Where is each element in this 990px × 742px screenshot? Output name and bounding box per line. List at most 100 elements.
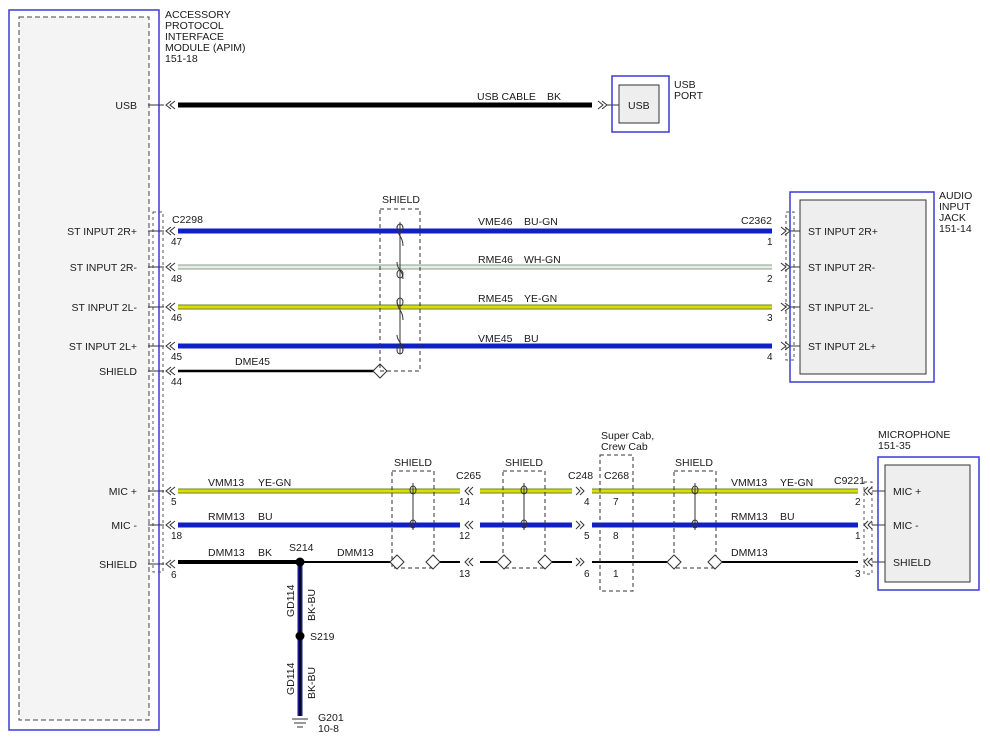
apim-connector-c2298-outline bbox=[152, 211, 164, 573]
connector-c248: C248 4 5 6 bbox=[568, 470, 593, 580]
splice-s214 bbox=[295, 557, 305, 567]
mic-shield-2-label: SHIELD bbox=[505, 457, 543, 469]
apim-pin-terminals bbox=[148, 100, 176, 569]
c248-label: C248 bbox=[568, 470, 593, 482]
mic-shield-box-3: SHIELD bbox=[666, 457, 723, 570]
jack-pin-2: 2 bbox=[767, 274, 773, 285]
circuit-vme46: VME46 bbox=[478, 216, 513, 228]
apim-pin-6: 6 bbox=[171, 570, 177, 581]
mic-label-shield: SHIELD bbox=[893, 557, 931, 569]
apim-module: ACCESSORY PROTOCOL INTERFACE MODULE (API… bbox=[8, 9, 246, 731]
mic-shield-3-drain-left bbox=[666, 554, 682, 570]
c268-note-line1: Super Cab, bbox=[601, 430, 654, 442]
usb-port-inner-label: USB bbox=[628, 100, 650, 112]
audio-input-jack: ST INPUT 2R+ ST INPUT 2R- ST INPUT 2L- S… bbox=[780, 190, 972, 383]
color-vmm13-left: YE-GN bbox=[258, 477, 291, 489]
c268-label: C268 bbox=[604, 470, 629, 482]
jack-title-line3: JACK bbox=[939, 212, 966, 224]
color-vmm13-right: YE-GN bbox=[780, 477, 813, 489]
jack-title-line1: AUDIO bbox=[939, 190, 972, 202]
c265-pin-13: 13 bbox=[459, 569, 471, 580]
circuit-vmm13-left: VMM13 bbox=[208, 477, 244, 489]
apim-usb-label: USB bbox=[115, 100, 137, 112]
color-rmm13-left: BU bbox=[258, 511, 273, 523]
c268-pin-7: 7 bbox=[613, 497, 619, 508]
ground-circuit: S214 S219 GD114 BK-BU GD114 BK-BU G201 1… bbox=[285, 542, 344, 735]
audio-shield-label: SHIELD bbox=[382, 194, 420, 206]
apim-pin-45: 45 bbox=[171, 352, 183, 363]
mic-title-ref: 151-35 bbox=[878, 440, 911, 452]
mic-shield-1-drain-left bbox=[389, 554, 405, 570]
color-vme46: BU-GN bbox=[524, 216, 558, 228]
jack-pin-3: 3 bbox=[767, 313, 773, 324]
mic-shield-1-label: SHIELD bbox=[394, 457, 432, 469]
usb-circuit: USB CABLE BK USB USB PORT bbox=[178, 75, 704, 133]
color-rme45: YE-GN bbox=[524, 293, 557, 305]
mic-shield-3-drain-right bbox=[707, 554, 723, 570]
apim-label-st-input-2r-plus: ST INPUT 2R+ bbox=[67, 226, 137, 238]
mic-shield-3-label: SHIELD bbox=[675, 457, 713, 469]
splice-s219 bbox=[295, 631, 305, 641]
apim-pin-46: 46 bbox=[171, 313, 183, 324]
c268-note-line2: Crew Cab bbox=[601, 441, 648, 453]
ground-symbol bbox=[292, 718, 308, 728]
color-rmm13-right: BU bbox=[780, 511, 795, 523]
gd114-circuit-lower: GD114 bbox=[285, 662, 297, 695]
gd114-circuit-upper: GD114 bbox=[285, 584, 297, 617]
c248-pin-4: 4 bbox=[584, 497, 590, 508]
usb-cable-circuit: USB CABLE bbox=[477, 91, 536, 103]
apim-inner-box bbox=[18, 16, 150, 721]
mic-pin-3: 3 bbox=[855, 569, 861, 580]
jack-label-st-input-2r-minus: ST INPUT 2R- bbox=[808, 262, 876, 274]
apim-label-st-input-2r-minus: ST INPUT 2R- bbox=[70, 262, 138, 274]
jack-label-st-input-2r-plus: ST INPUT 2R+ bbox=[808, 226, 878, 238]
microphone: MICROPHONE 151-35 C9221 2 1 3 MIC + MIC … bbox=[834, 429, 980, 591]
jack-frame bbox=[789, 191, 935, 383]
jack-title-line2: INPUT bbox=[939, 201, 971, 213]
apim-pin-18: 18 bbox=[171, 531, 183, 542]
mic-shield-1-drain-right bbox=[425, 554, 441, 570]
circuit-dmm13-mid: DMM13 bbox=[337, 547, 374, 559]
usb-port-frame bbox=[611, 75, 670, 133]
mic-label-minus: MIC - bbox=[893, 520, 919, 532]
usb-port-body bbox=[618, 84, 660, 124]
audio-input-wires bbox=[178, 228, 772, 379]
jack-pin-1: 1 bbox=[767, 237, 773, 248]
gd114-color-lower: BK-BU bbox=[306, 667, 318, 699]
usb-port-title-line2: PORT bbox=[674, 90, 704, 102]
apim-title-ref: 151-18 bbox=[165, 53, 198, 65]
circuit-rme45: RME45 bbox=[478, 293, 513, 305]
usb-port-terminal bbox=[597, 100, 608, 110]
c268-pin-8: 8 bbox=[613, 531, 619, 542]
apim-title-line3: INTERFACE bbox=[165, 31, 224, 43]
splice-s214-label: S214 bbox=[289, 542, 314, 554]
jack-title-ref: 151-14 bbox=[939, 223, 972, 235]
ground-g201-label: G201 bbox=[318, 712, 344, 724]
mic-body bbox=[884, 464, 971, 583]
audio-twisted-pair-marks bbox=[396, 222, 404, 354]
circuit-vme45: VME45 bbox=[478, 333, 513, 345]
c248-pin-5: 5 bbox=[584, 531, 590, 542]
usb-cable-color: BK bbox=[547, 91, 561, 103]
mic-title-line1: MICROPHONE bbox=[878, 429, 950, 441]
apim-label-mic-shield: SHIELD bbox=[99, 559, 137, 571]
apim-pin-5: 5 bbox=[171, 497, 177, 508]
mic-pin-terminals bbox=[863, 486, 885, 567]
apim-title-line4: MODULE (APIM) bbox=[165, 42, 246, 54]
splice-s219-label: S219 bbox=[310, 631, 335, 643]
mic-shield-2-drain-right bbox=[537, 554, 553, 570]
jack-connector-label: C2362 bbox=[741, 215, 772, 227]
jack-label-st-input-2l-minus: ST INPUT 2L- bbox=[808, 302, 874, 314]
c265-label: C265 bbox=[456, 470, 481, 482]
circuit-dme45: DME45 bbox=[235, 356, 270, 368]
gd114-color-upper: BK-BU bbox=[306, 589, 318, 621]
c265-pin-14: 14 bbox=[459, 497, 471, 508]
c265-pin-12: 12 bbox=[459, 531, 471, 542]
mic-connector-label: C9221 bbox=[834, 475, 865, 487]
mic-pin-2: 2 bbox=[855, 497, 861, 508]
connector-c268: Super Cab, Crew Cab C268 7 8 1 bbox=[599, 430, 654, 592]
mic-shield-box-2: SHIELD bbox=[496, 457, 553, 570]
apim-label-mic-minus: MIC - bbox=[111, 520, 137, 532]
circuit-dmm13-left: DMM13 bbox=[208, 547, 245, 559]
